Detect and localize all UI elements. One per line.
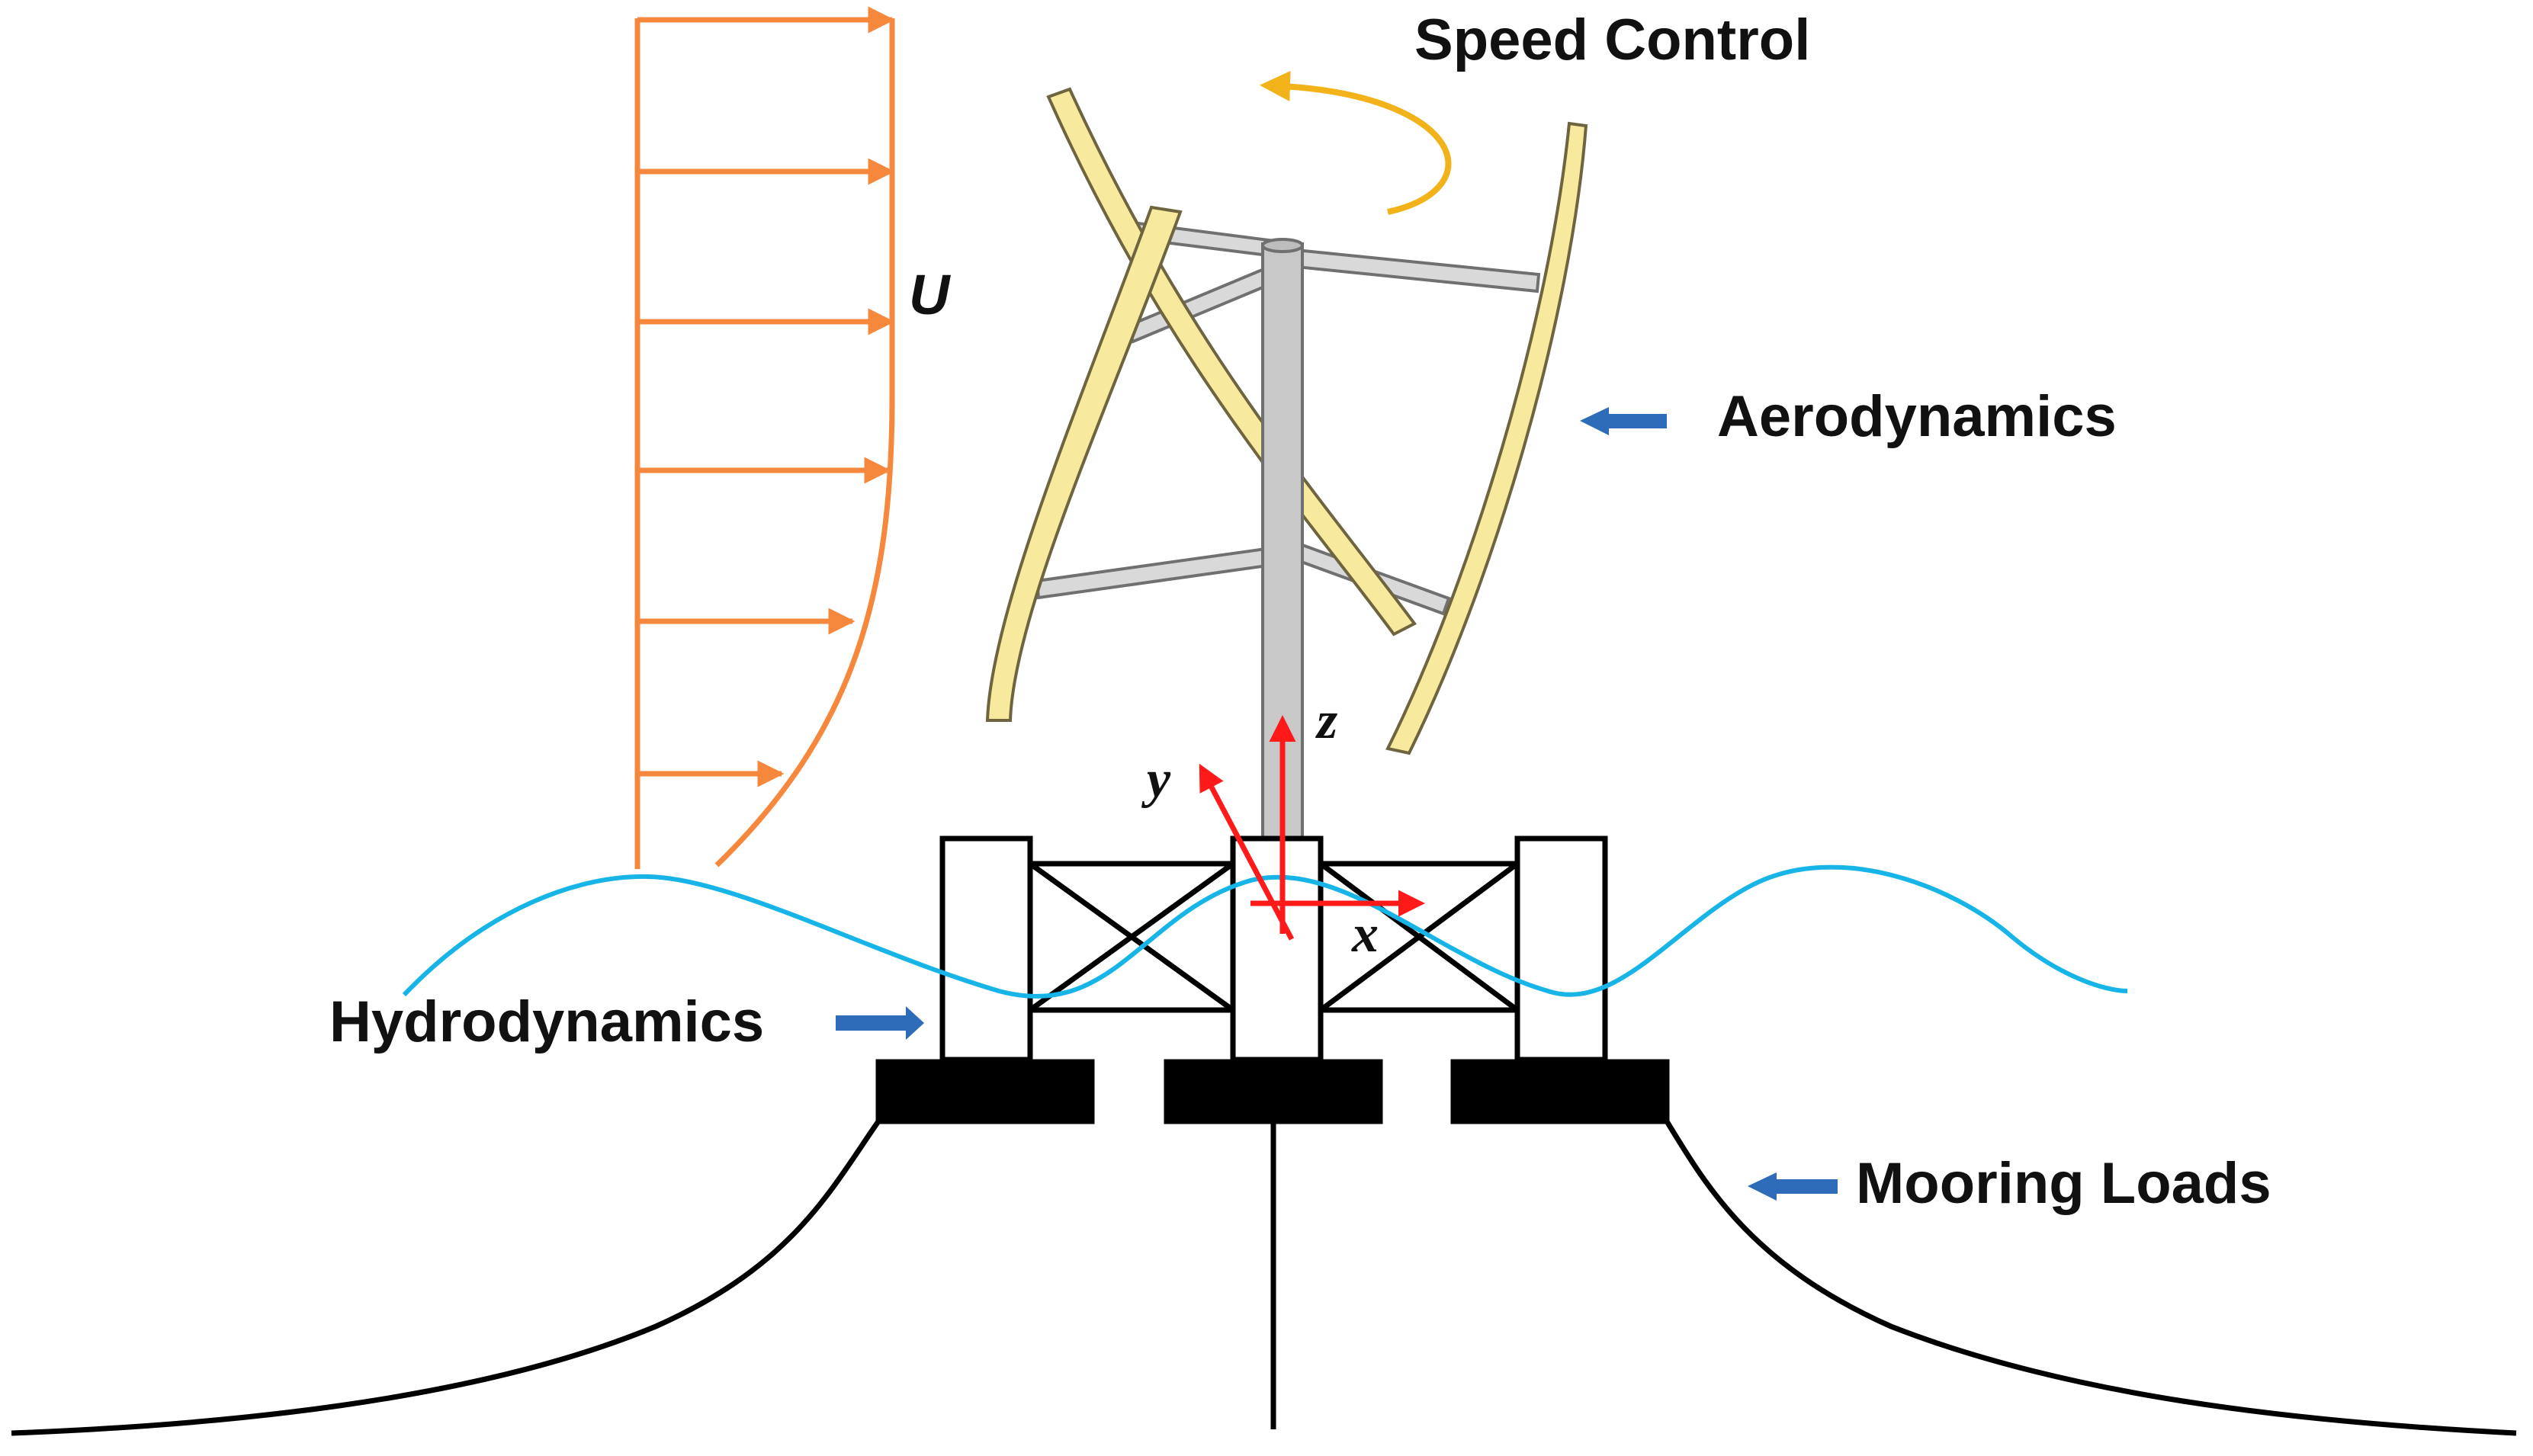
platform-column-center <box>1230 835 1324 1063</box>
x-axis-label: x <box>1351 905 1379 964</box>
hydrodynamics-label: Hydrodynamics <box>329 989 764 1054</box>
wind-profile-curve <box>714 18 895 868</box>
rotor-blade-back <box>1046 87 1417 637</box>
ocean-wave <box>402 864 2128 999</box>
z-axis-label: z <box>1315 691 1337 750</box>
aerodynamics-label: Aerodynamics <box>1717 384 2117 449</box>
coordinate-axes <box>1199 715 1425 941</box>
strut <box>1295 248 1541 293</box>
y-axis-arrow <box>1199 763 1295 941</box>
platform-truss <box>1028 861 1520 1013</box>
tower-top-cap <box>1261 238 1304 253</box>
heave-plate-right <box>1450 1059 1670 1124</box>
mooring-line-right <box>1665 1120 2517 1436</box>
speed-control: Speed Control <box>1260 8 1810 215</box>
speed-control-label: Speed Control <box>1414 8 1810 72</box>
right-pointing-block-arrow-icon <box>836 1006 924 1040</box>
wind-speed-label: U <box>909 263 951 326</box>
aerodynamics-callout: Aerodynamics <box>1580 384 2117 449</box>
floating-platform <box>875 835 1670 1124</box>
y-axis-label: y <box>1141 750 1171 809</box>
mooring-lines <box>11 1119 2517 1436</box>
mooring-line-left <box>11 1119 881 1436</box>
strut <box>1035 547 1270 600</box>
left-pointing-block-arrow-icon <box>1748 1172 1838 1201</box>
mooring-loads-callout: Mooring Loads <box>1748 1151 2271 1216</box>
rotor-blade-left <box>985 205 1183 722</box>
heave-plate-left <box>875 1059 1095 1124</box>
platform-column-left <box>939 835 1033 1063</box>
hydrodynamics-callout: Hydrodynamics <box>329 989 924 1054</box>
wind-profile-arrows <box>637 6 895 787</box>
wind-velocity-profile: U <box>634 6 951 869</box>
heave-plate-center <box>1164 1059 1383 1124</box>
vawt-rotor <box>985 87 1588 878</box>
mooring-loads-label: Mooring Loads <box>1856 1151 2271 1216</box>
rotation-arrow <box>1260 71 1452 215</box>
rotor-blade-right <box>1385 121 1588 755</box>
left-pointing-block-arrow-icon <box>1580 407 1667 435</box>
platform-column-right <box>1514 835 1608 1063</box>
